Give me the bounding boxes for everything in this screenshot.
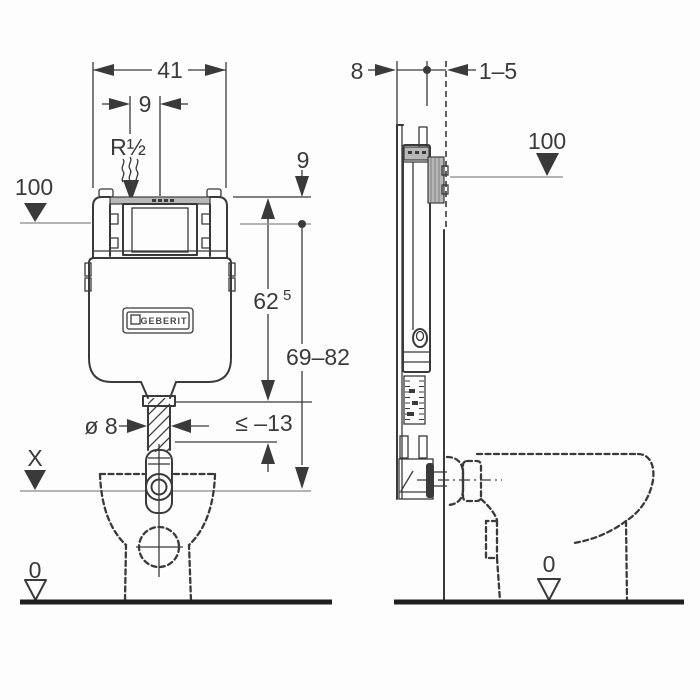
dim-pipe-cut-label: ≤ –13 — [235, 410, 292, 436]
dim-cover-depth-9: 9 — [233, 147, 311, 198]
box-clip — [441, 184, 449, 195]
frame-side-profile — [396, 124, 502, 500]
arrow-right-icon — [109, 98, 130, 110]
side-view: 8 1–5 100 — [351, 58, 684, 605]
level-marker-0-side: 0 — [537, 551, 561, 601]
dim-body-height-62-5: 62 5 — [253, 198, 291, 401]
logo-square-icon — [130, 314, 141, 325]
outlet-bend — [426, 463, 434, 498]
side-clip — [228, 262, 236, 277]
dim-install-height-label: 69–82 — [286, 344, 350, 370]
level-x-label: X — [27, 445, 42, 471]
level-triangle-icon — [24, 470, 46, 490]
dim-supply-offset-9: 9 — [102, 91, 188, 196]
mounting-tab — [206, 188, 222, 198]
arrow-up-icon — [261, 198, 275, 219]
logo-text: GEBERIT — [140, 316, 187, 326]
toilet-side-outline — [445, 452, 655, 603]
inlet-socket — [461, 459, 483, 503]
water-squiggle-icon — [121, 158, 125, 183]
dim-wall-finish-1-5: 1–5 — [447, 58, 517, 84]
arrow-left-icon — [93, 64, 114, 76]
frame-leg — [418, 435, 428, 459]
floor-triangle-icon — [24, 579, 47, 601]
front-view: 41 9 R½ 100 — [15, 57, 350, 605]
side-clip — [84, 262, 92, 277]
water-squiggle-icon — [128, 156, 132, 181]
frame-leg — [399, 435, 409, 459]
dim-frame-depth-label: 8 — [351, 58, 364, 84]
dim-width-41: 41 — [92, 57, 227, 188]
geberit-logo-badge: GEBERIT — [122, 307, 194, 334]
dim-width-label: 41 — [157, 57, 183, 83]
level-marker-100-front: 100 — [15, 174, 91, 224]
protection-box-side — [427, 156, 445, 204]
arrow-right-icon — [375, 64, 396, 76]
level-zero-label: 0 — [543, 551, 556, 577]
water-squiggle-icon — [135, 158, 139, 183]
arrow-left-icon — [160, 98, 181, 110]
dim-pipe-diameter-label: ø 8 — [84, 413, 117, 439]
arrow-down-icon — [261, 380, 275, 401]
valve-knob — [412, 328, 428, 348]
level-100-label: 100 — [528, 128, 566, 154]
box-clip — [441, 165, 449, 176]
water-supply-connection: R½ — [110, 134, 146, 202]
level-triangle-icon — [536, 153, 559, 176]
dim-wall-finish-label: 1–5 — [479, 58, 517, 84]
level-triangle-icon — [24, 203, 47, 222]
wall-lines — [443, 61, 447, 603]
arrow-left-icon — [171, 419, 191, 433]
level-100-label: 100 — [15, 174, 53, 200]
tank-body — [88, 257, 232, 383]
side-clip — [84, 277, 92, 292]
pipe-hatching — [148, 398, 170, 452]
supply-thread-label: R½ — [110, 134, 146, 160]
arrow-right-icon — [205, 64, 226, 76]
arrow-down-icon — [295, 467, 309, 489]
adjustment-scale — [403, 375, 426, 425]
dim-supply-offset-label: 9 — [139, 91, 152, 117]
dim-cover-depth-label: 9 — [297, 147, 310, 173]
supply-arrow-down-icon — [123, 180, 139, 202]
dim-body-height-label: 62 — [253, 288, 279, 314]
tank-side — [402, 144, 431, 373]
dim-pipe-cut-13: ≤ –13 — [175, 401, 312, 472]
dim-body-height-sup: 5 — [283, 287, 291, 304]
access-opening — [122, 203, 198, 256]
level-marker-x: X — [20, 445, 311, 492]
mounting-tab — [98, 188, 114, 198]
floor-triangle-icon — [537, 578, 561, 601]
level-marker-100-side: 100 — [450, 128, 566, 178]
level-zero-label: 0 — [29, 557, 42, 583]
arrow-right-icon — [127, 419, 147, 433]
arrow-left-icon — [447, 64, 468, 76]
arrow-up-icon — [261, 443, 275, 464]
dim-install-height-69-82: 69–82 — [240, 220, 350, 489]
dim-frame-depth-8: 8 — [351, 58, 446, 124]
toilet-front-outline — [98, 472, 217, 603]
level-marker-0-front: 0 — [24, 557, 47, 601]
side-clip — [228, 277, 236, 292]
flush-pipe — [142, 395, 176, 577]
arrow-down-icon — [295, 176, 309, 197]
reference-dot-icon — [298, 220, 306, 228]
dim-pipe-diameter-8: ø 8 — [84, 413, 209, 439]
cistern-front: GEBERIT — [84, 188, 236, 399]
